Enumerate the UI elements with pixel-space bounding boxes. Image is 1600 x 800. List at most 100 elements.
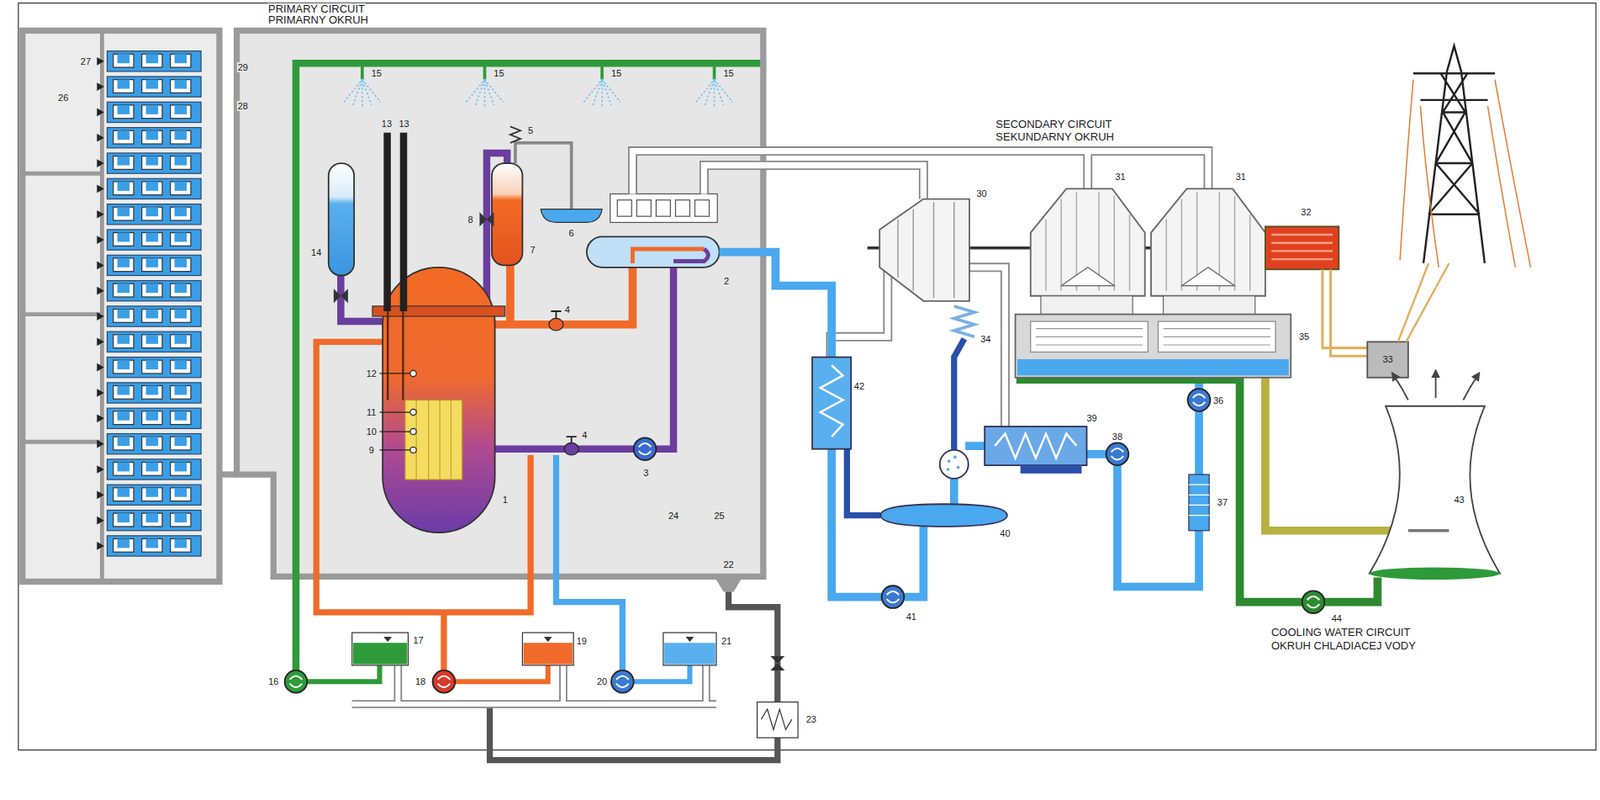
spray-system-part	[583, 79, 621, 107]
callout-number: 9	[368, 444, 375, 455]
condenser-and-heaters-part	[984, 426, 1087, 465]
circuit-title: OKRUH CHLADIACEJ VODY	[1270, 639, 1417, 652]
steam-pipes-part	[632, 151, 1208, 428]
pressurizer-and-tanks-part	[664, 642, 716, 664]
pressurizer-and-tanks-part	[353, 642, 407, 664]
spent-fuel-building	[22, 30, 220, 581]
pressurizer-and-tanks-part	[686, 636, 695, 642]
condenser-and-heaters-part	[946, 467, 951, 471]
steam-generator-part	[673, 248, 708, 262]
reactor-vessel-part	[410, 446, 417, 453]
turbines-part	[1265, 226, 1339, 270]
condenser-and-heaters-part	[1188, 484, 1210, 515]
pressurizer-and-tanks-part	[479, 211, 494, 227]
pumps-part-part	[433, 670, 456, 693]
callout-number: 33	[1381, 353, 1394, 365]
steam-generator-part	[694, 200, 709, 217]
condenser-and-heaters-part	[1188, 474, 1210, 531]
secondary-pipes-part	[965, 377, 1199, 587]
containment-part	[714, 575, 744, 592]
pumps-part-part	[1307, 596, 1321, 608]
electrical-part	[1399, 79, 1531, 268]
condenser-and-heaters-part	[939, 449, 969, 479]
callout-number: 18	[414, 675, 427, 687]
steam-generator-part	[586, 236, 720, 267]
pumps-part	[433, 670, 456, 693]
callout-number: 11	[365, 406, 377, 418]
pressurizer-and-tanks-part	[564, 436, 579, 455]
reactor-vessel-part	[410, 369, 417, 376]
condenser-and-heaters-part	[994, 433, 1077, 459]
spray-system-part	[466, 79, 504, 107]
spent-fuel-building-part	[96, 357, 201, 378]
spent-fuel-building-part	[96, 153, 201, 174]
pumps-part-part	[887, 591, 900, 602]
callout-number: 31	[1235, 171, 1247, 182]
steam-pipes	[632, 151, 1208, 428]
pumps-part	[1188, 388, 1211, 412]
circuit-title: SEKUNDARNY OKRUH	[994, 130, 1115, 143]
pumps-part-part	[1111, 448, 1125, 460]
turbines-part	[1030, 188, 1146, 296]
spray-system-part	[362, 63, 715, 80]
circuit-title: PRIMARY CIRCUIT	[267, 3, 366, 16]
pumps-part-part	[611, 670, 634, 693]
spent-fuel-building-part	[96, 101, 201, 122]
reactor-vessel-part	[372, 306, 506, 317]
auxiliary-pipes-part	[352, 665, 717, 704]
spent-fuel-building-part	[96, 459, 201, 480]
spent-fuel-building-part	[96, 204, 201, 225]
callout-number: 10	[365, 426, 378, 437]
condenser-and-heaters-part	[1020, 464, 1083, 474]
callout-number: 35	[1298, 331, 1310, 342]
spent-fuel-building-part	[96, 331, 201, 352]
reactor-vessel-part	[416, 400, 451, 481]
primary-pipes-part	[515, 142, 572, 210]
pumps-part-part	[438, 675, 451, 687]
callout-number: 1	[501, 494, 509, 505]
pressurizer-and-tanks-part	[333, 288, 349, 303]
pumps-part-part	[638, 443, 652, 455]
steam-generator-part	[610, 193, 718, 222]
steam-pipes-part	[632, 151, 1208, 428]
condenser-and-heaters-part	[1035, 328, 1271, 345]
turbines-part	[1271, 234, 1333, 259]
emergency-pipes	[306, 341, 690, 682]
callout-number: 6	[568, 227, 576, 238]
spray-system-part	[343, 79, 381, 107]
callout-number: 26	[57, 92, 69, 103]
pumps-part-part	[1302, 590, 1326, 613]
pressurizer-and-tanks-part-part	[566, 436, 577, 443]
callout-number: 30	[975, 188, 988, 199]
spent-fuel-building-part	[96, 306, 201, 327]
circuit-title: COOLING WATER CIRCUIT	[1270, 626, 1411, 639]
callout-number: 31	[1114, 171, 1126, 182]
pressurizer-and-tanks-part	[770, 655, 785, 671]
cooling-tower-part	[1408, 528, 1450, 533]
pressurizer-and-tanks-part	[491, 163, 523, 265]
callout-number: 25	[712, 510, 725, 521]
callout-number: 27	[79, 56, 92, 67]
callout-number: 4	[564, 303, 571, 314]
steam-generator-part	[675, 200, 690, 217]
callout-number: 23	[805, 713, 818, 724]
spent-fuel-building-part	[22, 30, 220, 581]
callout-number: 8	[466, 214, 474, 225]
auxiliary-pipes-part	[352, 665, 717, 704]
callout-number: 34	[979, 333, 992, 344]
pressurizer-and-tanks-part	[522, 632, 574, 666]
emergency-pipes-part	[633, 665, 691, 682]
electrical-part	[1367, 341, 1409, 377]
callout-number: 7	[528, 244, 536, 255]
containment-part	[219, 470, 238, 477]
pressurizer-and-tanks-part-part	[550, 311, 561, 318]
pressurizer-and-tanks-part	[328, 163, 354, 275]
condenser-and-heaters-part	[812, 357, 851, 449]
pumps-part-part	[881, 585, 905, 608]
electrical-part	[1398, 263, 1450, 342]
pumps-part-part	[290, 675, 303, 687]
pressurizer-and-tanks-part	[757, 702, 799, 738]
